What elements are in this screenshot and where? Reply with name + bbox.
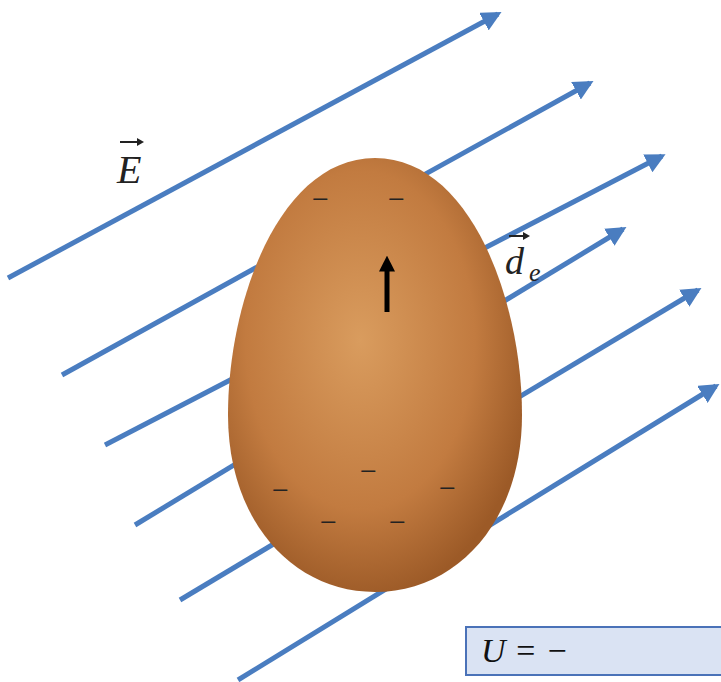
formula-text: U = −	[481, 634, 711, 668]
charge-sign: −	[389, 507, 406, 537]
vector-accent	[523, 232, 530, 240]
dipole-subscript: e	[529, 260, 541, 286]
charge-sign: −	[439, 473, 456, 503]
charge-sign: −	[312, 184, 329, 214]
charge-sign: −	[320, 507, 337, 537]
charge-sign: −	[272, 475, 289, 505]
dipole-arrow	[385, 262, 390, 312]
field-symbol: E	[117, 150, 141, 190]
vector-accent	[137, 138, 144, 146]
dipole-symbol: d	[505, 242, 524, 280]
field-lines	[8, 14, 716, 680]
formula-box: U = −	[465, 626, 721, 676]
vector-accents	[120, 138, 530, 240]
charge-sign: −	[360, 456, 377, 486]
egg	[228, 158, 522, 592]
charge-sign: −	[388, 184, 405, 214]
